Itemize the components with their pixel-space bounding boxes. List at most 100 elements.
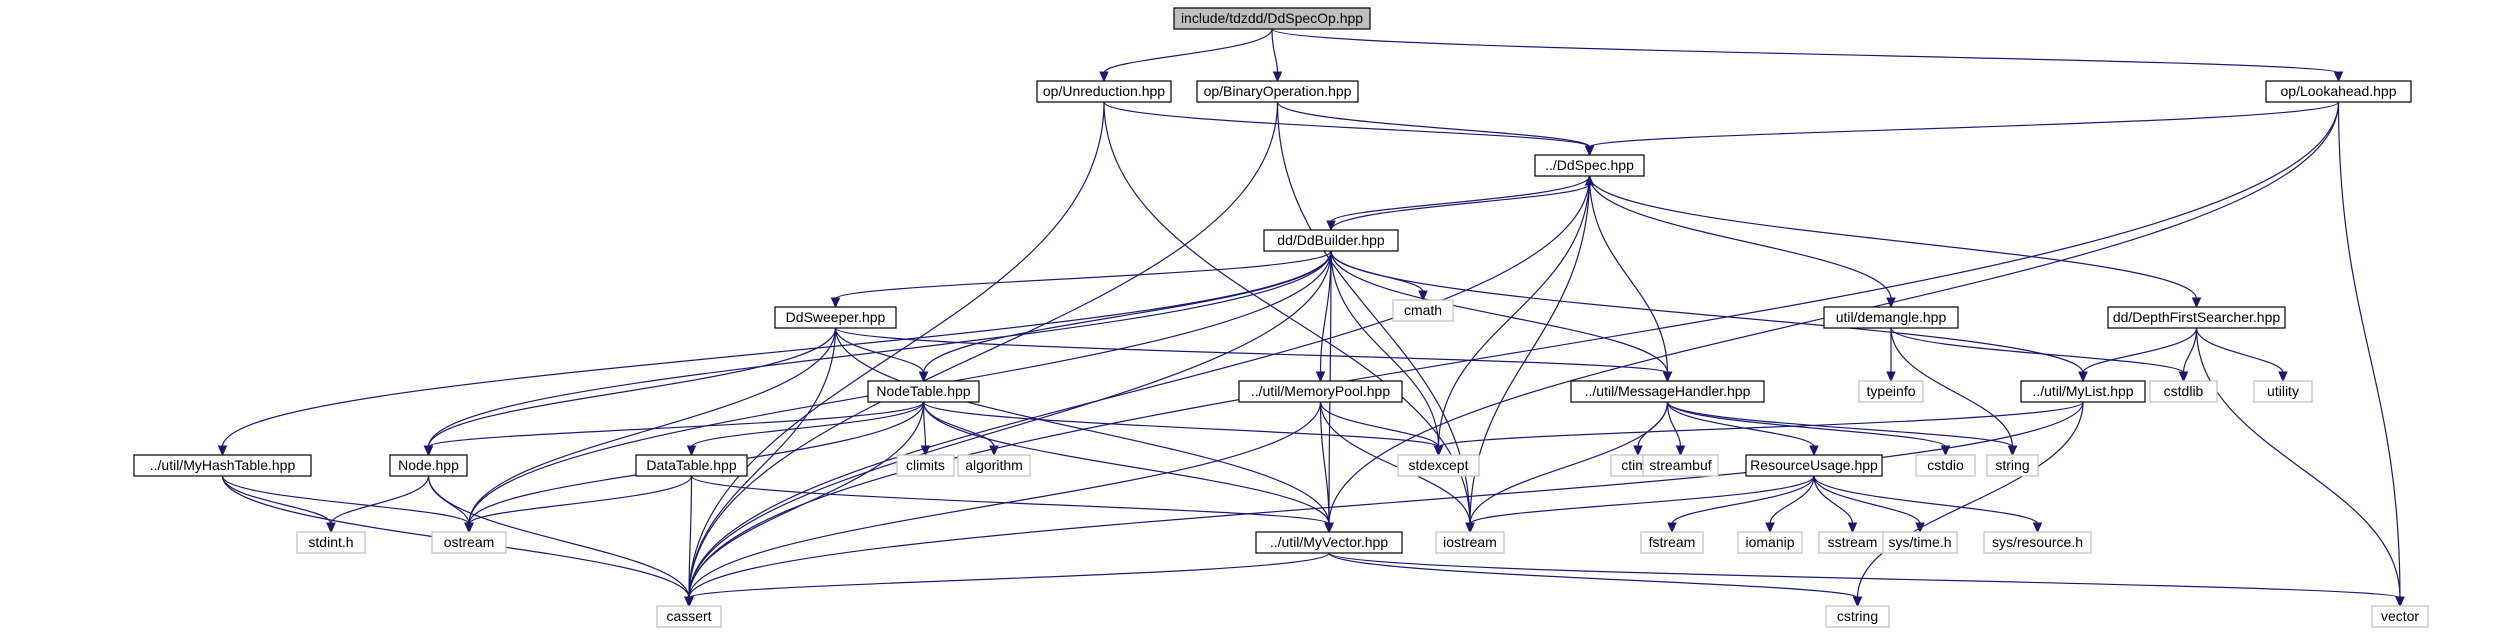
node-box (1196, 80, 1359, 103)
node-box (957, 454, 1031, 477)
node-box (2265, 80, 2412, 103)
node-mempool[interactable]: ../util/MemoryPool.hpp (1238, 380, 1403, 403)
node-box (2107, 306, 2286, 329)
node-label: string (1995, 457, 2029, 473)
node-box (1173, 7, 1371, 30)
edge-ddspec-to-stdexcept (1433, 175, 1591, 457)
node-box (656, 605, 722, 628)
node-ostream: ostream (431, 531, 507, 554)
node-ddspec[interactable]: ../DdSpec.hpp (1534, 154, 1645, 177)
edge-myvector-to-vector (1328, 552, 2405, 608)
node-label: utility (2267, 383, 2299, 399)
edge-ddbuilder-to-sweeper (830, 250, 1332, 309)
node-label: typeinfo (1866, 383, 1915, 399)
edge-root-to-unred (1099, 28, 1273, 83)
edge-binop-to-ddspec (1276, 101, 1595, 157)
edge-mylist-to-cstring (1852, 401, 2084, 608)
node-label: NodeTable.hpp (876, 383, 970, 399)
node-utility: utility (2253, 380, 2313, 403)
edge-datatable-to-cassert (684, 475, 694, 608)
edge-sweeper-to-nodetable (834, 327, 929, 383)
node-sweeper[interactable]: DdSweeper.hpp (774, 306, 897, 329)
edge-demangle-to-typeinfo (1886, 327, 1896, 383)
edge-myhash-to-stdinth (221, 475, 336, 534)
edge-unred-to-ddspec (1103, 101, 1595, 157)
node-box (867, 380, 980, 403)
edge-dfs-to-utility (2195, 327, 2288, 383)
edge-unred-to-cassert (684, 101, 1105, 608)
node-nodetable[interactable]: NodeTable.hpp (867, 380, 980, 403)
node-unred[interactable]: op/Unreduction.hpp (1036, 80, 1172, 103)
edge-ddbuilder-to-nodetable (918, 250, 1332, 383)
node-box (1435, 531, 1505, 554)
node-ddbuilder[interactable]: dd/DdBuilder.hpp (1263, 229, 1399, 252)
node-box (296, 531, 366, 554)
node-label: fstream (1649, 534, 1696, 550)
node-label: iomanip (1745, 534, 1794, 550)
node-label: Node.hpp (398, 457, 459, 473)
node-mylist[interactable]: ../util/MyList.hpp (2020, 380, 2146, 403)
node-box (1882, 531, 1958, 554)
edge-ddspec-to-iostream (1465, 175, 1591, 534)
node-binop[interactable]: op/BinaryOperation.hpp (1196, 80, 1359, 103)
node-stdinth: stdint.h (296, 531, 366, 554)
node-climits: climits (896, 454, 955, 477)
edge-myvector-to-cstring (1328, 552, 1863, 608)
node-resusage[interactable]: ResourceUsage.hpp (1745, 454, 1883, 477)
node-myhash[interactable]: ../util/MyHashTable.hpp (133, 454, 312, 477)
node-box (1570, 380, 1765, 403)
node-label: ../util/MessageHandler.hpp (1585, 383, 1751, 399)
edge-resusage-to-sysres (1813, 475, 2043, 534)
edge-myvector-to-cassert (684, 552, 1330, 608)
node-fstream: fstream (1640, 531, 1704, 554)
edge-msghandler-to-resusage (1666, 401, 1819, 457)
node-box (1255, 531, 1403, 554)
node-msghandler[interactable]: ../util/MessageHandler.hpp (1570, 380, 1765, 403)
edge-ddspec-to-ddbuilder (1326, 175, 1591, 232)
node-box (1983, 531, 2092, 554)
node-streambuf: streambuf (1642, 454, 1719, 477)
node-box (1392, 299, 1454, 322)
edge-mylist-to-stdexcept (1433, 401, 2084, 457)
edge-ddbuilder-to-cassert (684, 250, 1332, 608)
node-box (1858, 380, 1924, 403)
node-box (1737, 531, 1803, 554)
node-box (133, 454, 312, 477)
node-nodehpp[interactable]: Node.hpp (389, 454, 468, 477)
edge-root-to-binop (1271, 28, 1283, 83)
node-label: cstring (1837, 608, 1878, 624)
node-box (1036, 80, 1172, 103)
node-box (896, 454, 955, 477)
edge-nodetable-to-algorithm (922, 401, 999, 457)
node-box (431, 531, 507, 554)
node-box (1825, 605, 1890, 628)
edge-nodetable-to-cassert (684, 401, 925, 608)
node-iomanip: iomanip (1737, 531, 1803, 554)
node-label: dd/DdBuilder.hpp (1277, 232, 1385, 248)
node-label: iostream (1443, 534, 1497, 550)
node-box (2253, 380, 2313, 403)
edge-ddspec-to-msghandler (1588, 175, 1673, 383)
node-label: ../util/MyVector.hpp (1270, 534, 1388, 550)
node-demangle[interactable]: util/demangle.hpp (1823, 306, 1959, 329)
edge-look-to-ddspec (1584, 101, 2340, 157)
node-look[interactable]: op/Lookahead.hpp (2265, 80, 2412, 103)
edge-ddbuilder-to-myhash (217, 250, 1332, 457)
node-stdexcept: stdexcept (1397, 454, 1480, 477)
edge-msghandler-to-streambuf (1666, 401, 1686, 457)
node-root[interactable]: include/tdzdd/DdSpecOp.hpp (1173, 7, 1371, 30)
node-cstring: cstring (1825, 605, 1890, 628)
node-cassert: cassert (656, 605, 722, 628)
node-systime: sys/time.h (1882, 531, 1958, 554)
edge-resusage-to-iomanip (1765, 475, 1815, 534)
node-datatable[interactable]: DataTable.hpp (635, 454, 748, 477)
node-dfs[interactable]: dd/DepthFirstSearcher.hpp (2107, 306, 2286, 329)
node-box (1745, 454, 1883, 477)
node-box (1640, 531, 1704, 554)
edge-root-to-look (1271, 28, 2344, 83)
node-label: dd/DepthFirstSearcher.hpp (2113, 309, 2281, 325)
edge-resusage-to-sstream (1813, 475, 1858, 534)
node-myvector[interactable]: ../util/MyVector.hpp (1255, 531, 1403, 554)
node-label: op/Unreduction.hpp (1043, 83, 1165, 99)
node-typeinfo: typeinfo (1858, 380, 1924, 403)
